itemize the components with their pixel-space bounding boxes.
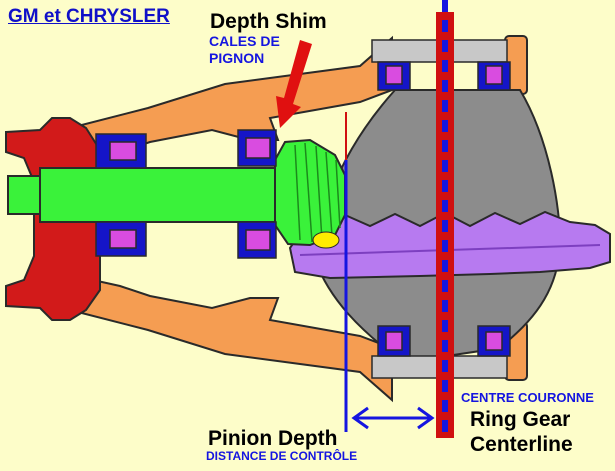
centre-couronne-label: CENTRE COURONNE bbox=[461, 390, 594, 405]
pignon-label: PIGNON bbox=[209, 50, 265, 66]
ring-gear-label: Ring Gear bbox=[470, 408, 571, 431]
depth-shim-label: Depth Shim bbox=[210, 10, 327, 33]
centerline-label: Centerline bbox=[470, 433, 573, 456]
distance-de-controle-label: DISTANCE DE CONTRÔLE bbox=[206, 449, 358, 463]
pinion-teeth bbox=[294, 142, 341, 243]
pinion-bearings bbox=[95, 129, 277, 259]
contact-spot bbox=[312, 231, 340, 249]
pinion-shaft bbox=[7, 138, 346, 247]
pinion-depth-label: Pinion Depth bbox=[208, 427, 338, 450]
distance-arrow bbox=[351, 406, 435, 430]
ring-gear-centerline bbox=[436, 0, 454, 440]
title: GM et CHRYSLER bbox=[8, 6, 170, 27]
cales-de-label: CALES DE bbox=[209, 33, 280, 49]
depth-shim-arrow bbox=[276, 40, 312, 128]
